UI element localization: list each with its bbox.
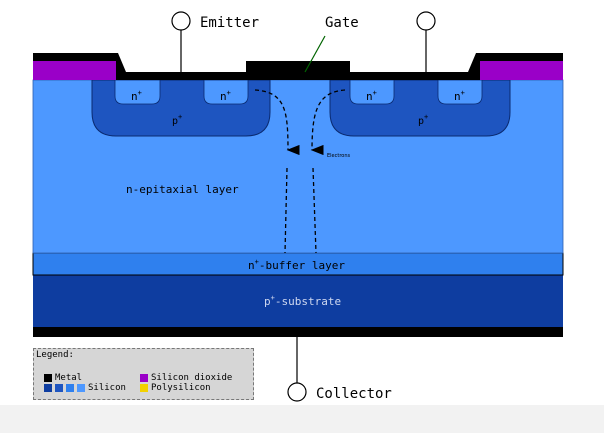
p-plus-label-right: p+: [418, 113, 428, 127]
n-plus-label-2: n+: [220, 89, 231, 103]
legend: Legend: Metal Silicon Silicon dioxide Po…: [33, 348, 254, 400]
legend-polysilicon-label: Polysilicon: [151, 383, 211, 393]
legend-oxide: Silicon dioxide: [140, 373, 232, 383]
legend-metal: Metal: [44, 373, 82, 383]
electron-flow-left-down: [284, 167, 288, 254]
legend-silicon: Silicon: [44, 383, 126, 393]
n-plus-region-1: [114, 79, 161, 105]
oxide-left: [33, 61, 116, 80]
collector-terminal-icon: [287, 382, 307, 402]
silicon-swatch-medium: [55, 384, 63, 392]
n-plus-label-4: n+: [454, 89, 465, 103]
buffer-label: n+-buffer layer: [248, 258, 345, 272]
p-plus-label-left: p+: [172, 113, 182, 127]
legend-silicon-label: Silicon: [88, 383, 126, 393]
bottom-strip: [0, 405, 604, 433]
n-plus-label-1: n+: [131, 89, 142, 103]
substrate-label: p+-substrate: [264, 294, 341, 308]
legend-metal-label: Metal: [55, 373, 83, 383]
gate-label: Gate: [325, 15, 359, 31]
emitter-metal: [33, 53, 563, 80]
electron-flow-right: [310, 89, 346, 156]
legend-oxide-label: Silicon dioxide: [151, 373, 233, 383]
emitter-label: Emitter: [200, 15, 259, 31]
polysilicon-swatch: [140, 384, 148, 392]
gate-leader-line: [304, 35, 326, 73]
epitaxial-label: n-epitaxial layer: [126, 183, 239, 196]
metal-swatch: [44, 374, 52, 382]
n-plus-region-3: [349, 79, 395, 105]
legend-polysilicon: Polysilicon: [140, 383, 211, 393]
electrons-label: Electrons: [327, 153, 351, 159]
silicon-swatch-light: [77, 384, 85, 392]
legend-title: Legend:: [36, 350, 74, 360]
emitter-terminal-right-icon: [416, 11, 436, 31]
oxide-swatch: [140, 374, 148, 382]
silicon-swatch-dark: [44, 384, 52, 392]
electron-flow-right-down: [312, 167, 317, 254]
oxide-right: [480, 61, 563, 80]
n-plus-region-2: [203, 79, 249, 105]
collector-metal: [33, 327, 563, 337]
n-plus-label-3: n+: [366, 89, 377, 103]
electron-flow-left: [254, 89, 300, 156]
collector-label: Collector: [316, 386, 392, 402]
silicon-swatch-buffer: [66, 384, 74, 392]
p-substrate-layer: [33, 275, 563, 327]
n-plus-region-4: [437, 79, 483, 105]
emitter-terminal-icon: [171, 11, 191, 31]
